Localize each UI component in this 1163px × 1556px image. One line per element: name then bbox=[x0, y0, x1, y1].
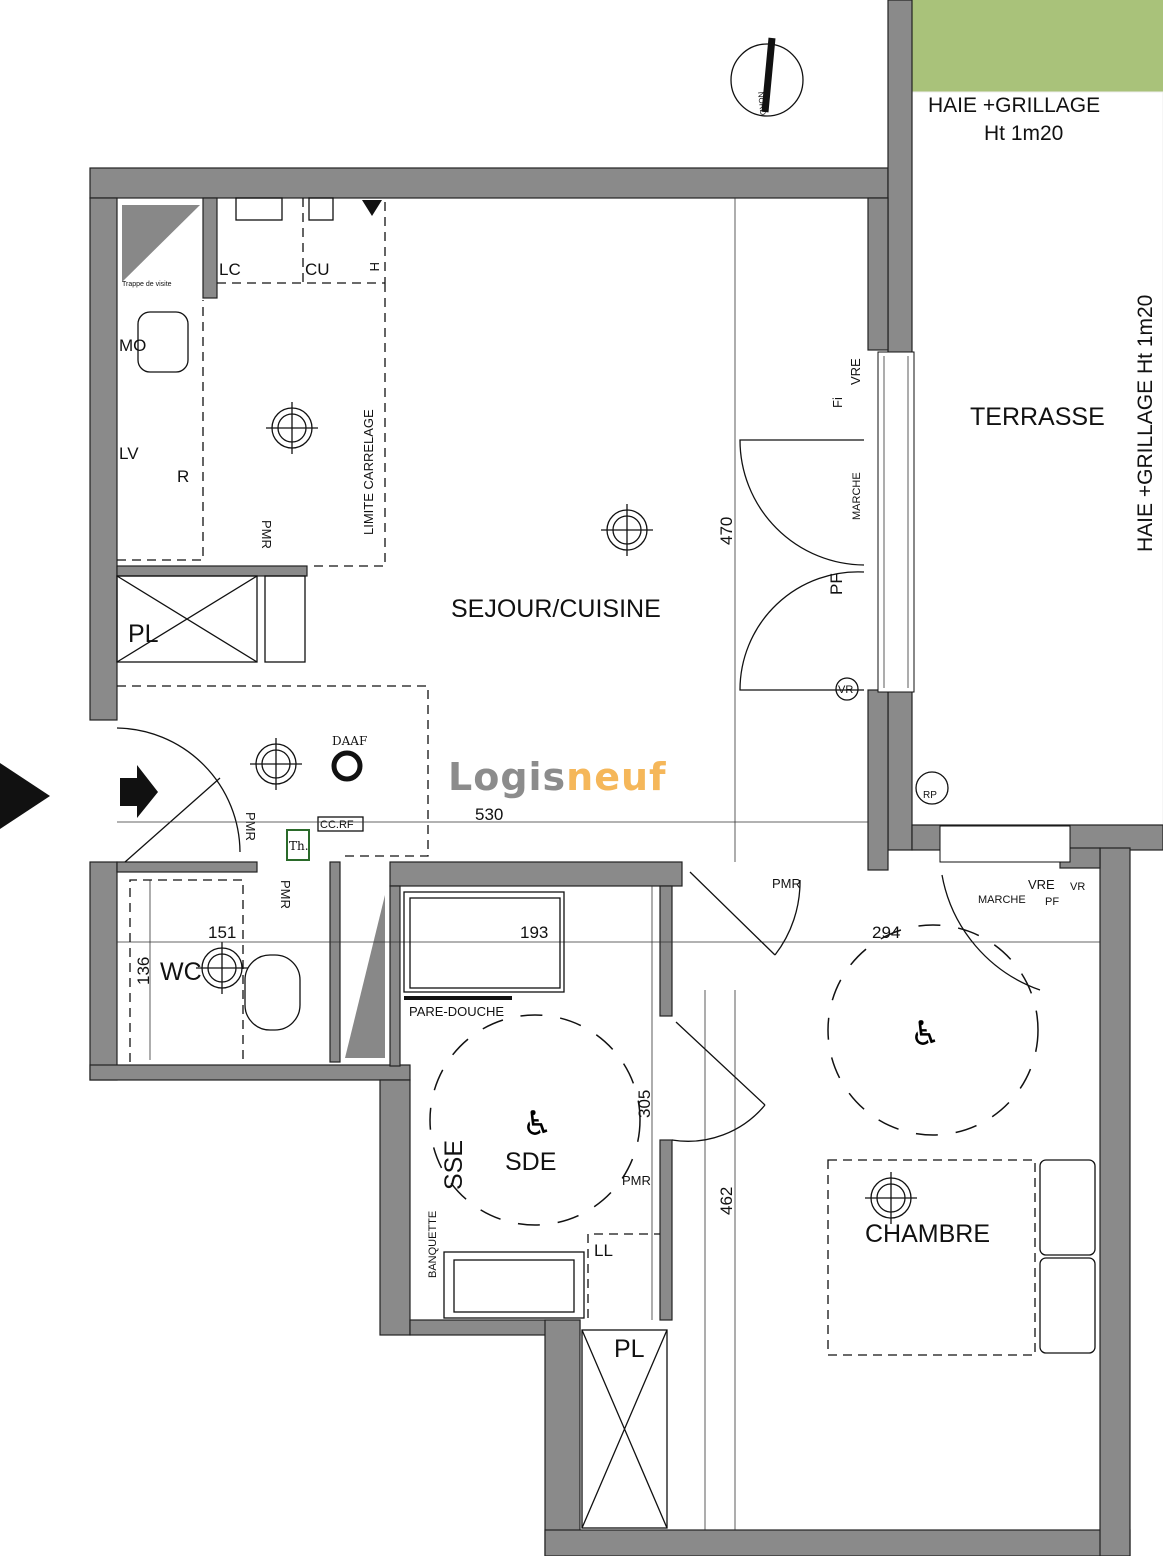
trappe-label: Trappe de visite bbox=[122, 281, 172, 288]
thermostat bbox=[286, 829, 310, 861]
dim-294: 294 bbox=[872, 923, 900, 942]
pf-label: PF bbox=[827, 573, 846, 595]
limite-carrelage-label: LIMITE CARRELAGE bbox=[361, 409, 376, 535]
pmr-label-entry: PMR bbox=[243, 812, 258, 841]
lv-label: LV bbox=[119, 444, 139, 463]
dim-305: 305 bbox=[635, 1090, 654, 1118]
room-pl-1: PL bbox=[128, 620, 159, 648]
hedge bbox=[912, 0, 1163, 92]
shaft-top bbox=[122, 205, 200, 282]
banquette-label: BANQUETTE bbox=[427, 1211, 439, 1278]
ccrf-label: CC.RF bbox=[320, 819, 354, 831]
dim-136: 136 bbox=[134, 957, 153, 985]
vr-label: VR bbox=[838, 684, 853, 696]
bed-pillow bbox=[1039, 1159, 1096, 1256]
svg-text:NORD: NORD bbox=[756, 91, 767, 116]
pmr-label-wc: PMR bbox=[278, 880, 293, 909]
terrace-grid bbox=[911, 91, 1163, 826]
marche-label: MARCHE bbox=[851, 472, 863, 520]
window-chambre[interactable] bbox=[939, 825, 1071, 863]
sse-label: SSE bbox=[440, 1140, 468, 1190]
ceiling-light-icons bbox=[196, 402, 917, 1224]
h-label: H bbox=[367, 262, 382, 271]
room-pl-2: PL bbox=[614, 1335, 645, 1363]
vre-label-chambre: VRE bbox=[1028, 877, 1055, 892]
vr-label-chambre: VR bbox=[1070, 881, 1085, 893]
window-bay[interactable] bbox=[877, 351, 915, 693]
r-label: R bbox=[177, 467, 189, 486]
dim-470: 470 bbox=[717, 517, 736, 545]
pare-douche-label: PARE-DOUCHE bbox=[409, 1004, 504, 1019]
smoke-detector-icon bbox=[331, 750, 363, 782]
mo-label: MO bbox=[119, 336, 146, 355]
wheelchair-icon-sde: ♿ bbox=[522, 1104, 552, 1144]
dim-151: 151 bbox=[208, 923, 236, 942]
pmr-label-chambre: PMR bbox=[772, 876, 801, 891]
electric-panel-icon bbox=[362, 200, 382, 216]
hedge-label-top: HAIE +GRILLAGE bbox=[928, 94, 1100, 117]
kitchen: LC CU MO LV R H LIMITE CARRELAGE PMR bbox=[117, 197, 386, 567]
walls bbox=[89, 0, 1163, 1556]
cu-label: CU bbox=[305, 260, 330, 279]
dimension-lines bbox=[117, 198, 1100, 1530]
wheelchair-icon: ♿ bbox=[910, 1014, 940, 1054]
room-wc: WC bbox=[160, 958, 202, 986]
pf-label-chambre: PF bbox=[1045, 896, 1059, 908]
ll-label: LL bbox=[594, 1241, 613, 1260]
pmr-label: PMR bbox=[259, 520, 274, 549]
entry-door[interactable] bbox=[116, 727, 241, 853]
lc-label: LC bbox=[219, 260, 241, 279]
shaft-wc bbox=[345, 895, 385, 1058]
entry-arrow-icon bbox=[120, 765, 158, 818]
dim-530: 530 bbox=[475, 805, 503, 824]
pmr-label-sde: PMR bbox=[622, 1173, 651, 1188]
room-terrasse: TERRASSE bbox=[970, 403, 1105, 431]
closet-pl bbox=[116, 575, 258, 663]
hedge-label-side: HAIE +GRILLAGE Ht 1m20 bbox=[1134, 295, 1157, 552]
dim-462: 462 bbox=[717, 1187, 736, 1215]
vre-label: VRE bbox=[848, 358, 863, 385]
entrance-marker-icon[interactable] bbox=[0, 763, 50, 829]
th-label: Th. bbox=[289, 839, 309, 853]
rp-label: RP bbox=[923, 790, 937, 801]
logisneuf-logo: Logisneuf bbox=[448, 755, 667, 799]
closet-pl-2 bbox=[581, 1329, 668, 1529]
north-compass-icon: NORD bbox=[730, 37, 804, 117]
room-sde: SDE bbox=[505, 1148, 556, 1176]
fi-label: Fi bbox=[830, 397, 845, 408]
daaf-label: DAAF bbox=[332, 734, 367, 748]
marche-label-chambre: MARCHE bbox=[978, 894, 1026, 906]
room-chambre: CHAMBRE bbox=[865, 1220, 990, 1248]
room-sejour-cuisine: SEJOUR/CUISINE bbox=[451, 595, 661, 623]
dim-193: 193 bbox=[520, 923, 548, 942]
hedge-height-top: Ht 1m20 bbox=[984, 122, 1063, 145]
